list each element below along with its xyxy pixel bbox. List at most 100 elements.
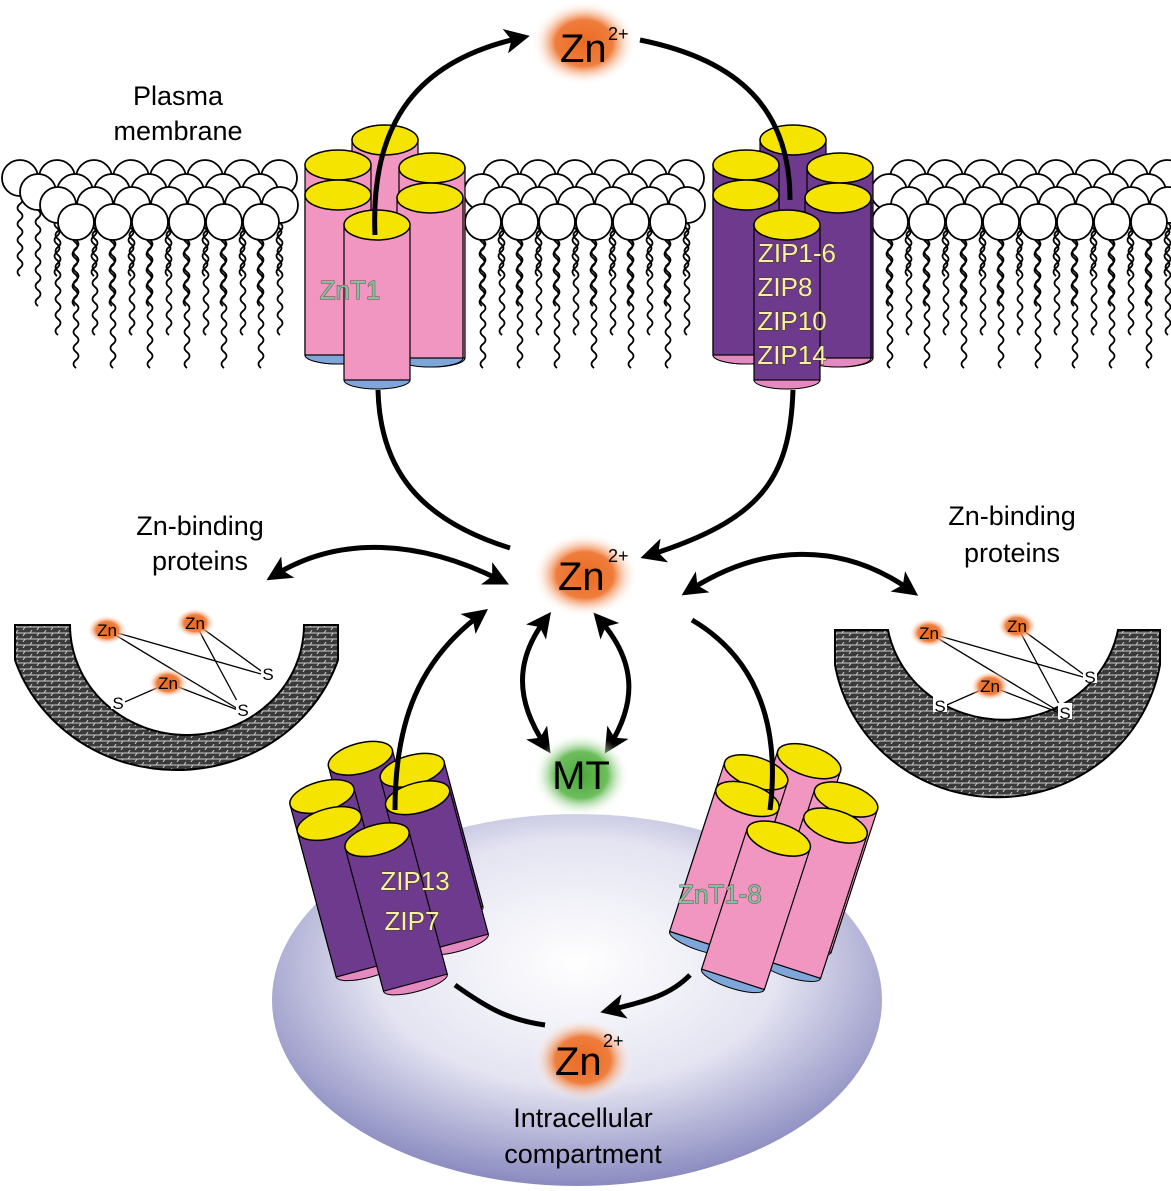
plasma-membrane-label-2: membrane [113, 116, 242, 146]
arrow-compartment-to-zip [453, 982, 546, 1028]
bound-zn-glow [175, 608, 215, 638]
lipid-tail [997, 239, 1005, 369]
zn-charge: 2+ [608, 24, 629, 44]
bound-zn-label: Zn [185, 614, 205, 633]
lipid-head [908, 203, 946, 241]
lipid-tail [1071, 239, 1079, 369]
lipid-tail [960, 239, 968, 369]
zip-membrane-label-2: ZIP8 [758, 272, 813, 302]
lipid-tail [942, 222, 950, 336]
lipid-tail [54, 222, 62, 336]
lipid-head [982, 203, 1020, 241]
arrow-mt-exchange-left [520, 611, 551, 754]
lipid-tail [220, 239, 228, 369]
lipid-tail [498, 222, 506, 336]
zip-compartment-transporter [289, 740, 490, 996]
lipid-tail [202, 222, 210, 336]
bound-zn-glow [970, 671, 1010, 701]
lipid-tail [1016, 222, 1024, 336]
coordination-bond [928, 632, 1091, 680]
lipid-tail [146, 239, 154, 369]
transporters [289, 124, 879, 996]
arrow-zip-into-cytosol [640, 389, 796, 563]
lipid-tail [553, 239, 561, 369]
lipid-tail [16, 195, 24, 277]
zn-ion-intracellular: Zn 2+ [533, 1018, 633, 1102]
bound-zn-label: Zn [919, 624, 939, 643]
zn-symbol: Zn [555, 1040, 602, 1084]
zn-binding-left-label-2: proteins [152, 546, 248, 576]
lipid-head [612, 203, 650, 241]
arrow-zip-compartment-release [392, 608, 488, 811]
zn-symbol: Zn [558, 555, 605, 599]
transporter-helix [700, 820, 812, 994]
lipid-tail [239, 222, 247, 336]
lipid-head [94, 203, 132, 241]
coordination-bond [106, 629, 269, 677]
lipid-tail [257, 239, 265, 369]
bound-zn-glow [997, 611, 1037, 641]
lipid-head [1056, 203, 1094, 241]
lipid-tail [609, 222, 617, 336]
arrow-zip-influx-top [639, 37, 793, 201]
transporter-helix [753, 209, 821, 390]
lipid-tail [109, 239, 117, 369]
zn-charge: 2+ [603, 1031, 624, 1051]
lipid-tail [535, 222, 543, 336]
lipid-tail [1090, 222, 1098, 336]
lipid-tail [886, 239, 894, 369]
arrow-mt-exchange-right [593, 612, 632, 754]
arrow-left-binding-exchange [266, 545, 509, 585]
arrow-right-binding-exchange [681, 551, 919, 596]
lipid-head [538, 203, 576, 241]
zn-binding-right-label-2: proteins [964, 538, 1060, 568]
lipid-head [649, 203, 687, 241]
lipid-tail [72, 239, 80, 369]
znt-compartment-label: ZnT1-8 [678, 879, 762, 909]
sulfur-label: S [1084, 668, 1095, 687]
coordination-bond [194, 622, 244, 713]
lipid-tail [1108, 239, 1116, 369]
lipid-bilayer [1, 159, 1171, 369]
znt-compartment-transporter [668, 742, 879, 994]
znt1-label: ZnT1 [320, 275, 381, 305]
intracellular-label-2: compartment [504, 1139, 662, 1169]
sulfur-label: S [262, 665, 273, 684]
lipid-tail [664, 239, 672, 369]
zip-compartment-label-1: ZIP13 [380, 866, 449, 896]
zn-charge: 2+ [608, 546, 629, 566]
lipid-tail [34, 209, 42, 307]
sulfur-label: S [237, 701, 248, 720]
lipid-head [205, 203, 243, 241]
lipid-tail [128, 222, 136, 336]
lipid-tail [1034, 239, 1042, 369]
zn-ion-extracellular: Zn 2+ [532, 1, 636, 85]
lipid-head [1093, 203, 1131, 241]
lipid-tail [923, 239, 931, 369]
zip-membrane-label-1: ZIP1-6 [758, 238, 836, 268]
lipid-head [168, 203, 206, 241]
lipid-tail [1145, 239, 1153, 369]
lipid-tail [590, 239, 598, 369]
arrow-znt-to-compartment [600, 973, 692, 1019]
bound-zn-label: Zn [158, 674, 178, 693]
zn-symbol: Zn [560, 27, 607, 71]
lipid-tail [572, 222, 580, 336]
zip-membrane-transporter [712, 124, 874, 390]
bound-zn-glow [148, 668, 188, 698]
bound-zn-label: Zn [980, 677, 1000, 696]
plasma-membrane-label-1: Plasma [133, 81, 224, 111]
coordination-bond [1016, 625, 1066, 716]
lipid-tail [979, 222, 987, 336]
lipid-tail [1164, 222, 1171, 336]
znt1-transporter [304, 124, 466, 390]
lipid-tail [1053, 222, 1061, 336]
zn-binding-right-label-1: Zn-binding [948, 501, 1076, 531]
lipid-tail [91, 222, 99, 336]
lipid-tail [905, 222, 913, 336]
lipid-head [1019, 203, 1057, 241]
lipid-head [501, 203, 539, 241]
bound-zn-glow [909, 618, 949, 648]
metallothionein: MT [533, 733, 629, 817]
